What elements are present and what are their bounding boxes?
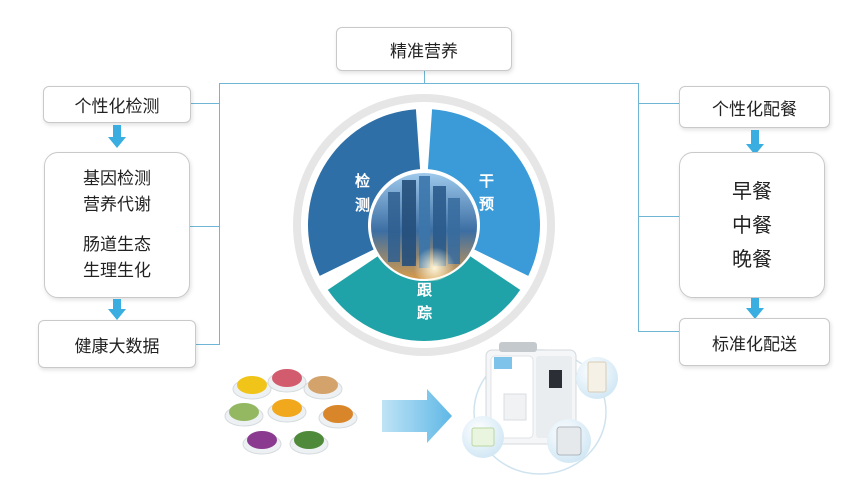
label-tracking-2: 踪 bbox=[417, 304, 432, 322]
meal-dispenser-machine-image bbox=[462, 342, 618, 474]
powder-pile bbox=[272, 369, 302, 387]
powder-pile bbox=[308, 376, 338, 394]
powder-pile bbox=[294, 431, 324, 449]
label-testing-2: 测 bbox=[355, 196, 370, 214]
label-intervention-2: 预 bbox=[479, 195, 494, 213]
label-tracking-1: 跟 bbox=[417, 281, 433, 299]
powder-pile bbox=[237, 376, 267, 394]
nutrition-powders-image bbox=[225, 369, 357, 454]
powder-pile bbox=[323, 405, 353, 423]
powder-pile bbox=[229, 403, 259, 421]
powder-pile bbox=[272, 399, 302, 417]
powder-pile bbox=[247, 431, 277, 449]
label-testing-1: 检 bbox=[355, 172, 370, 190]
process-arrow-icon bbox=[382, 389, 452, 443]
label-intervention-1: 干 bbox=[479, 172, 494, 190]
